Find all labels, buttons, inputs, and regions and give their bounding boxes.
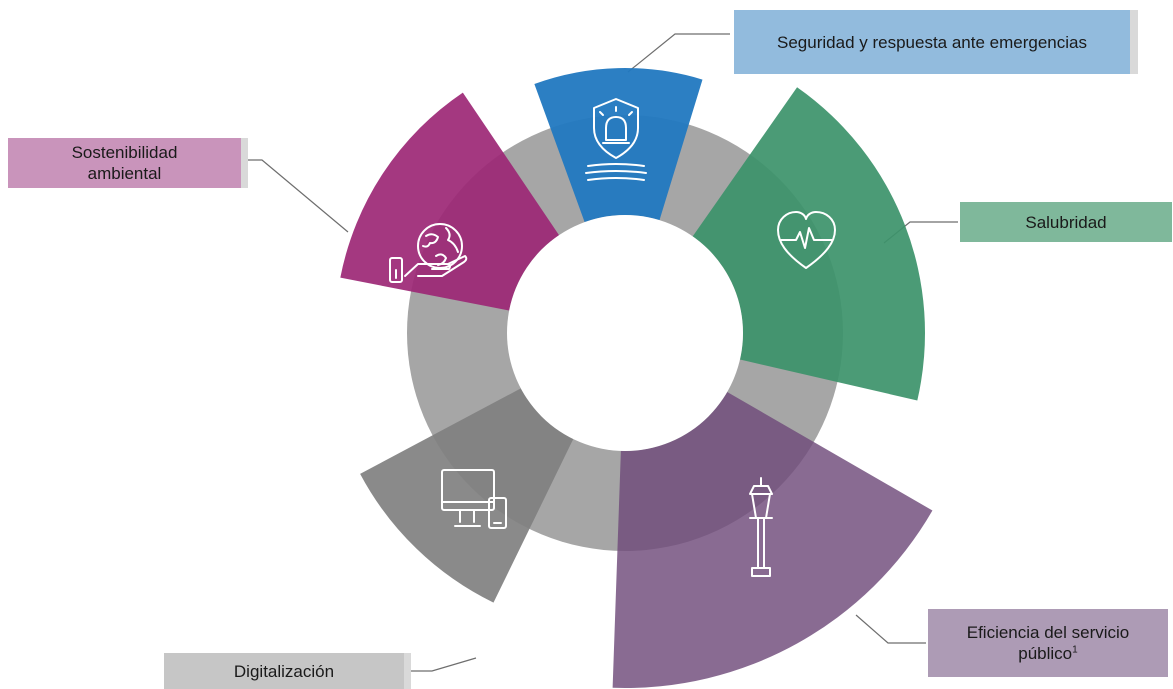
connector-seguridad: [627, 33, 730, 73]
footnote-mark: 1: [1072, 644, 1078, 656]
label-eficiencia: Eficiencia del servicio público1: [928, 609, 1168, 677]
label-seguridad-text: Seguridad y respuesta ante emergencias: [777, 32, 1087, 52]
connector-sostenibilidad: [247, 159, 349, 233]
globe-hand-icon: [389, 223, 468, 283]
sector-salubridad: [692, 87, 925, 401]
sector-sostenibilidad: [340, 92, 560, 311]
label-sostenibilidad: Sostenibilidad ambiental: [8, 138, 248, 188]
heart-pulse-icon: [777, 211, 836, 269]
center-hole: [507, 215, 743, 451]
sector-digitalizacion: [360, 388, 574, 603]
sector-seguridad: [534, 67, 703, 223]
label-digitalizacion-text: Digitalización: [233, 661, 335, 681]
label-seguridad: Seguridad y respuesta ante emergencias: [734, 10, 1138, 74]
connector-lines: [247, 33, 958, 672]
label-eficiencia-line2: público: [1018, 644, 1073, 663]
label-sostenibilidad-line2: ambiental: [87, 164, 162, 183]
label-eficiencia-line1: Eficiencia del servicio: [966, 623, 1130, 642]
computer-devices-icon: [441, 469, 507, 529]
label-shadow: [1130, 10, 1138, 74]
label-salubridad: Salubridad: [960, 202, 1172, 242]
label-sostenibilidad-line1: Sostenibilidad: [71, 143, 178, 162]
shield-alarm-icon: [585, 98, 647, 181]
sector-eficiencia: [612, 392, 933, 688]
connector-eficiencia: [855, 614, 926, 644]
connector-digitalizacion: [408, 657, 477, 672]
label-digitalizacion: Digitalización: [164, 653, 411, 689]
label-salubridad-text: Salubridad: [1025, 212, 1107, 232]
street-lamp-icon: [749, 477, 773, 577]
label-shadow: [404, 653, 411, 689]
label-shadow: [241, 138, 248, 188]
